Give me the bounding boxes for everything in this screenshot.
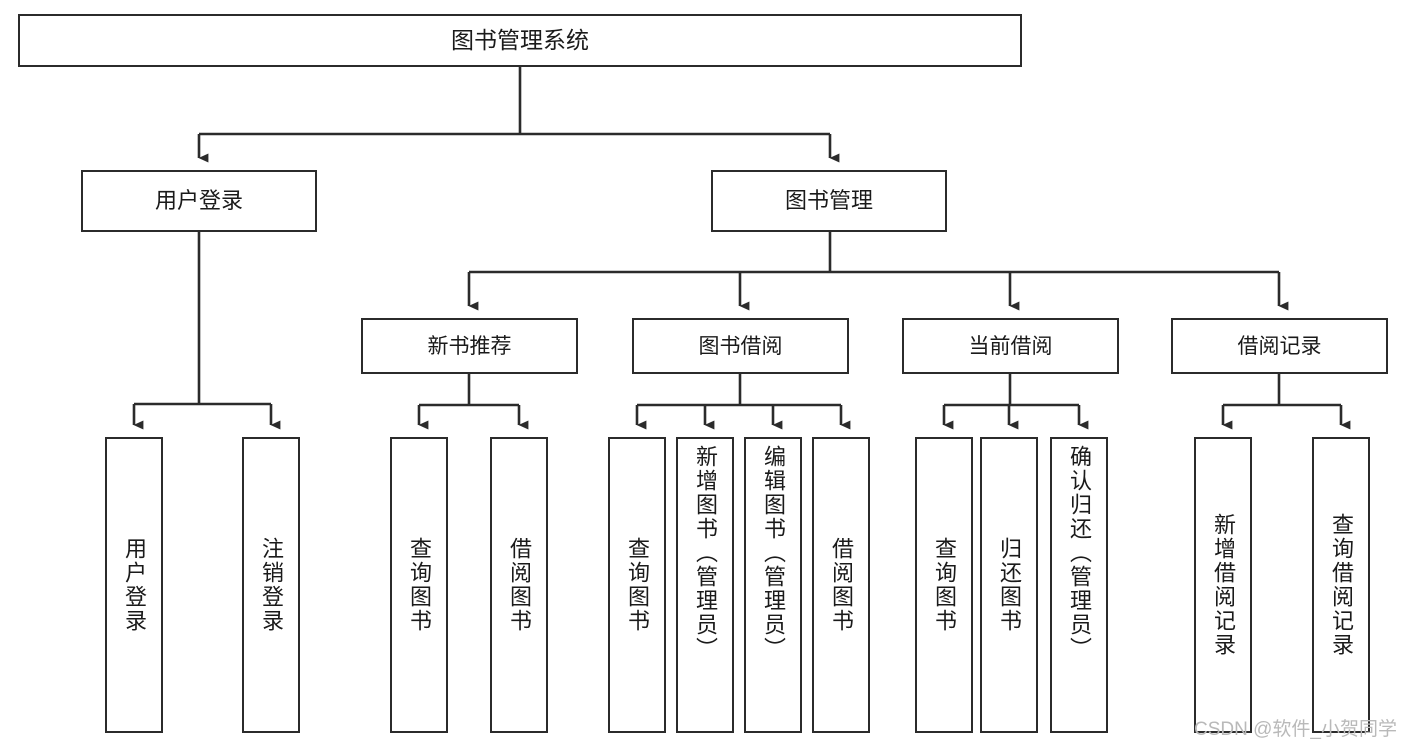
node-leaf-query-book-recommend-label: 查询图书 <box>407 537 432 633</box>
node-root-label: 图书管理系统 <box>451 27 589 53</box>
node-leaf-add-book-admin-label: 新增图书（管理员） <box>693 445 718 661</box>
node-leaf-confirm-return-admin-label: 确认归还（管理员） <box>1067 445 1092 661</box>
node-leaf-query-borrow-record[interactable]: 查询借阅记录 <box>1312 437 1370 733</box>
node-leaf-add-book-admin[interactable]: 新增图书（管理员） <box>676 437 734 733</box>
node-leaf-query-borrow-record-label: 查询借阅记录 <box>1329 513 1354 657</box>
node-leaf-borrow-book-recommend-label: 借阅图书 <box>507 537 532 633</box>
node-current-borrow[interactable]: 当前借阅 <box>902 318 1119 374</box>
node-leaf-return-book[interactable]: 归还图书 <box>980 437 1038 733</box>
node-new-book-recommend[interactable]: 新书推荐 <box>361 318 578 374</box>
node-leaf-add-borrow-record-label: 新增借阅记录 <box>1211 513 1236 657</box>
node-leaf-confirm-return-admin[interactable]: 确认归还（管理员） <box>1050 437 1108 733</box>
node-root[interactable]: 图书管理系统 <box>18 14 1022 67</box>
node-leaf-user-login[interactable]: 用户登录 <box>105 437 163 733</box>
node-leaf-query-book-current[interactable]: 查询图书 <box>915 437 973 733</box>
node-leaf-edit-book-admin[interactable]: 编辑图书（管理员） <box>744 437 802 733</box>
node-leaf-borrow-book[interactable]: 借阅图书 <box>812 437 870 733</box>
node-current-borrow-label: 当前借阅 <box>968 334 1053 358</box>
node-borrow-record[interactable]: 借阅记录 <box>1171 318 1388 374</box>
watermark: CSDN @软件_小贺同学 <box>1194 719 1397 740</box>
node-leaf-logout-label: 注销登录 <box>259 537 284 633</box>
node-new-book-recommend-label: 新书推荐 <box>427 334 512 358</box>
node-leaf-return-book-label: 归还图书 <box>997 537 1022 633</box>
node-leaf-query-book-recommend[interactable]: 查询图书 <box>390 437 448 733</box>
node-borrow-record-label: 借阅记录 <box>1237 334 1322 358</box>
node-book-management-label: 图书管理 <box>784 188 873 213</box>
node-book-borrow-label: 图书借阅 <box>698 334 783 358</box>
node-leaf-borrow-book-label: 借阅图书 <box>829 537 854 633</box>
node-leaf-edit-book-admin-label: 编辑图书（管理员） <box>761 445 786 661</box>
node-book-borrow[interactable]: 图书借阅 <box>632 318 849 374</box>
node-leaf-query-book-current-label: 查询图书 <box>932 537 957 633</box>
node-leaf-query-book-borrow[interactable]: 查询图书 <box>608 437 666 733</box>
node-leaf-logout[interactable]: 注销登录 <box>242 437 300 733</box>
node-leaf-user-login-label: 用户登录 <box>122 537 147 633</box>
node-user-login-label: 用户登录 <box>154 188 243 213</box>
node-leaf-borrow-book-recommend[interactable]: 借阅图书 <box>490 437 548 733</box>
node-leaf-query-book-borrow-label: 查询图书 <box>625 537 650 633</box>
node-leaf-add-borrow-record[interactable]: 新增借阅记录 <box>1194 437 1252 733</box>
node-user-login[interactable]: 用户登录 <box>81 170 317 232</box>
node-book-management[interactable]: 图书管理 <box>711 170 947 232</box>
